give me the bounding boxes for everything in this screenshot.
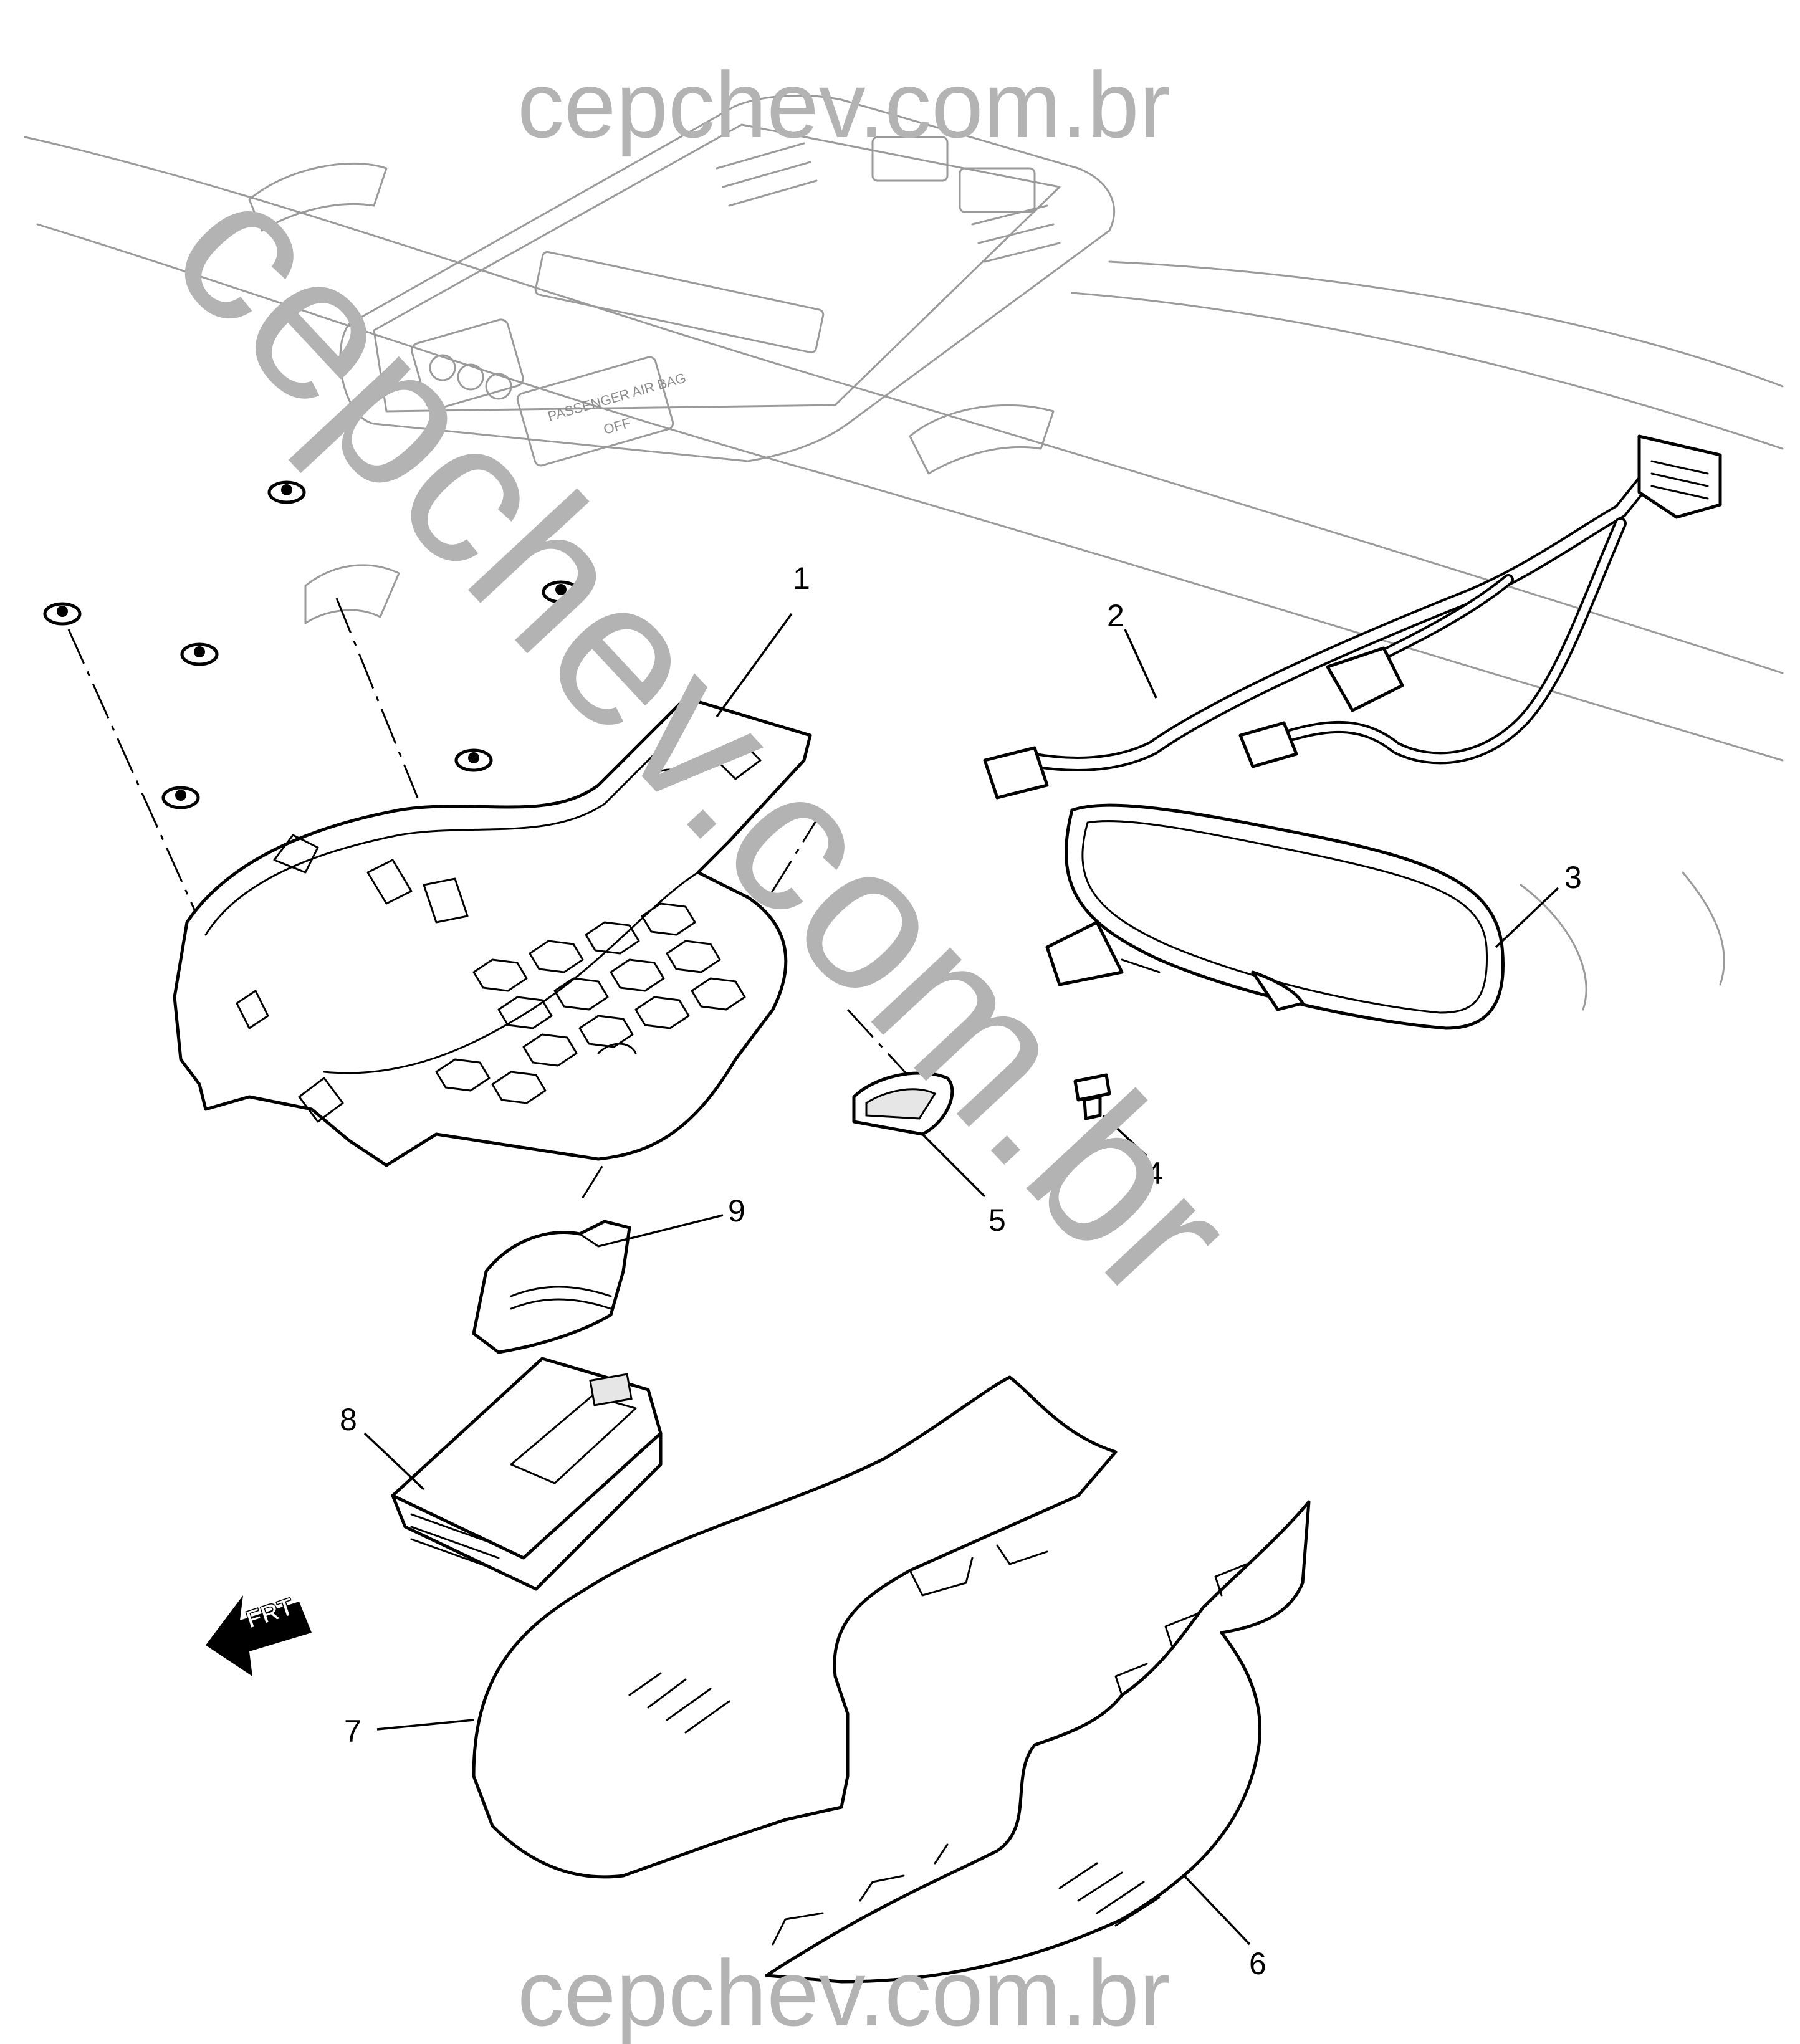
wiring-harness-part-2 xyxy=(983,434,1722,800)
console-frame-part-1 xyxy=(173,696,812,1167)
watermark-top: cepchev.com.br xyxy=(517,52,1170,157)
leader-lines xyxy=(363,613,1559,1946)
callout-2: 2 xyxy=(1107,598,1124,633)
callout-9: 9 xyxy=(728,1193,745,1228)
callout-4: 4 xyxy=(1146,1156,1163,1191)
callout-8: 8 xyxy=(340,1402,357,1437)
callout-6: 6 xyxy=(1249,1946,1266,1981)
airbag-state-text: OFF xyxy=(601,415,632,437)
trim-cover-part-7 xyxy=(472,1375,1118,1879)
watermark-bottom: cepchev.com.br xyxy=(517,1941,1170,2044)
mirror-cover-part-5 xyxy=(852,1071,954,1136)
screw-part-4 xyxy=(1073,1073,1111,1120)
rearview-mirror-part-3 xyxy=(1045,803,1505,1030)
callout-1: 1 xyxy=(793,561,810,596)
front-direction-indicator: FRT xyxy=(206,1592,312,1676)
front-arrow-icon xyxy=(206,1595,312,1676)
callout-3: 3 xyxy=(1564,860,1582,895)
sensor-module-part-9 xyxy=(472,1220,631,1354)
callout-7: 7 xyxy=(344,1714,361,1749)
watermark-diagonal: cepchev.com.br xyxy=(129,135,1278,1343)
control-module-part-8 xyxy=(391,1357,663,1591)
callout-labels: 1 2 3 4 5 6 7 8 9 xyxy=(340,561,1582,1981)
honeycomb-grid xyxy=(435,902,746,1104)
trim-cover-part-6 xyxy=(765,1500,1311,1984)
roof-mounting-studs xyxy=(43,480,580,809)
callout-5: 5 xyxy=(989,1203,1006,1238)
